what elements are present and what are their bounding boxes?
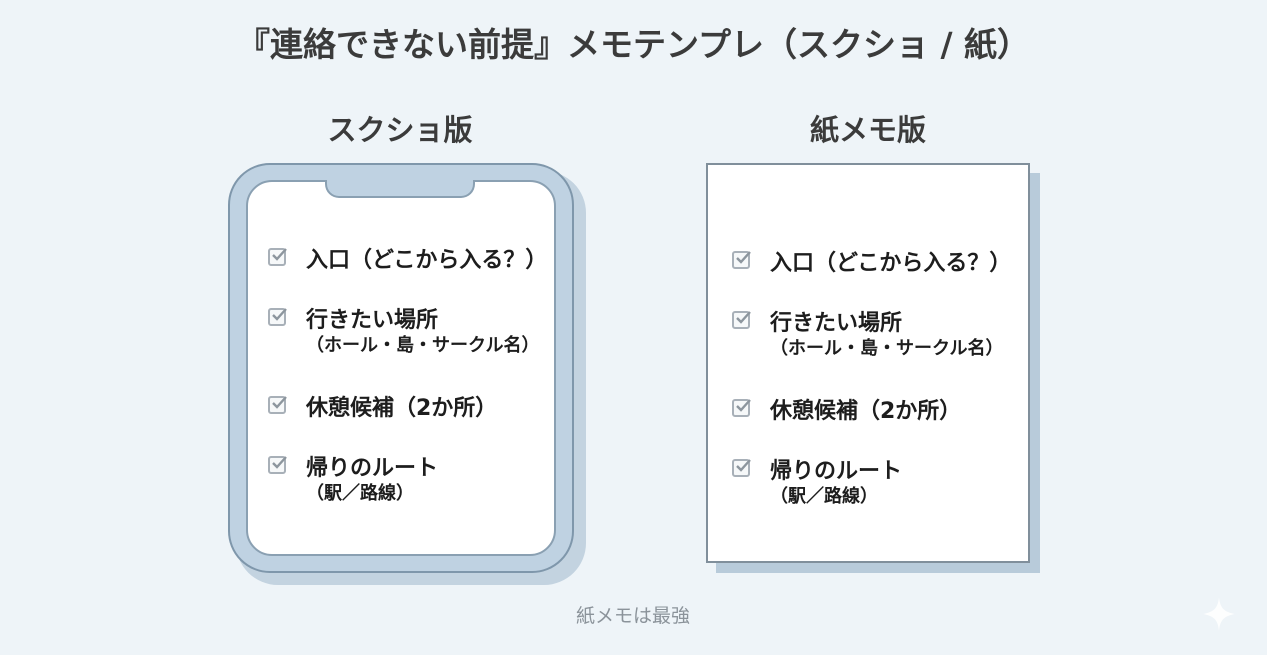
item-label: 行きたい場所 (306, 308, 439, 333)
checked-checkbox-icon (732, 399, 751, 417)
checked-checkbox-icon (732, 311, 751, 329)
paper-version-heading: 紙メモ版 (809, 113, 926, 147)
checked-checkbox-icon (268, 308, 287, 326)
checked-checkbox-icon (268, 396, 287, 414)
caption: 紙メモは最強 (575, 605, 690, 627)
phone-notch (325, 180, 475, 198)
item-sublabel: （ホール・島・サークル名） (306, 335, 540, 356)
screenshot-version-heading: スクショ版 (327, 113, 473, 147)
item-label: 行きたい場所 (770, 311, 903, 336)
screenshot-checklist: 入口（どこから入る？） 行きたい場所 （ホール・島・サークル名） 休憩候補（2か… (248, 182, 554, 554)
item-label: 入口（どこから入る？） (306, 248, 548, 273)
checked-checkbox-icon (732, 251, 751, 269)
sparkle-icon (1203, 597, 1235, 635)
item-label: 休憩候補（2か所） (770, 399, 962, 424)
checked-checkbox-icon (732, 459, 751, 477)
item-sublabel: （ホール・島・サークル名） (770, 338, 1004, 359)
paper-checklist: 入口（どこから入る？） 行きたい場所 （ホール・島・サークル名） 休憩候補（2か… (708, 165, 1028, 561)
item-sublabel: （駅／路線） (770, 486, 878, 507)
item-sublabel: （駅／路線） (306, 483, 414, 504)
item-label: 帰りのルート (306, 456, 439, 481)
item-label: 帰りのルート (770, 459, 903, 484)
checked-checkbox-icon (268, 456, 287, 474)
phone-frame: 入口（どこから入る？） 行きたい場所 （ホール・島・サークル名） 休憩候補（2か… (228, 163, 574, 573)
item-label: 入口（どこから入る？） (770, 251, 1012, 276)
item-label: 休憩候補（2か所） (306, 396, 498, 421)
phone-screen: 入口（どこから入る？） 行きたい場所 （ホール・島・サークル名） 休憩候補（2か… (246, 180, 556, 556)
page-title: 『連絡できない前提』メモテンプレ（スクショ / 紙） (236, 25, 1031, 64)
paper-memo: 入口（どこから入る？） 行きたい場所 （ホール・島・サークル名） 休憩候補（2か… (706, 163, 1030, 563)
checked-checkbox-icon (268, 248, 287, 266)
